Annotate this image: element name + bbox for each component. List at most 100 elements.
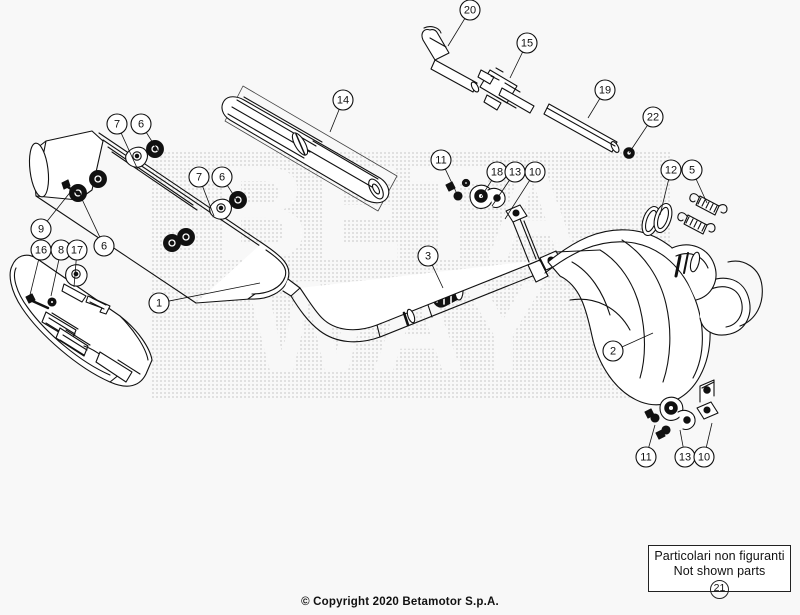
callout-6[interactable]: 6: [211, 166, 239, 203]
callout-leader: [28, 259, 40, 300]
callout-14[interactable]: 14: [329, 89, 354, 133]
callout-10[interactable]: 10: [693, 422, 715, 468]
callout-17[interactable]: 17: [66, 239, 88, 288]
callout-6[interactable]: 6: [79, 194, 115, 257]
callout-number: 15: [521, 38, 533, 50]
callout-number: 6: [138, 119, 144, 131]
callout-leader: [628, 125, 648, 154]
not-shown-parts-italian: Particolari non figuranti: [654, 549, 785, 563]
callout-number: 6: [101, 241, 107, 253]
callout-bubble[interactable]: [594, 79, 616, 101]
callout-leader: [480, 180, 492, 198]
callout-11[interactable]: 11: [635, 424, 657, 468]
callout-bubble[interactable]: [188, 166, 210, 188]
callout-bubble[interactable]: [332, 89, 354, 111]
callout-leader: [648, 424, 656, 448]
callout-bubble[interactable]: [635, 446, 657, 468]
callout-leader: [73, 259, 77, 288]
callout-bubble[interactable]: [524, 161, 546, 183]
part-header-pipe: [290, 259, 549, 343]
callout-bubble[interactable]: [30, 218, 52, 240]
callout-19[interactable]: 19: [587, 79, 616, 119]
callout-bubble[interactable]: [660, 159, 682, 181]
part-heat-shield: [9, 254, 153, 387]
part-hose-20: [421, 26, 480, 93]
callout-bubble[interactable]: [106, 113, 128, 135]
callout-bubble[interactable]: [66, 239, 88, 261]
callout-leader: [202, 186, 215, 217]
callout-leader: [227, 185, 239, 203]
callout-bubble[interactable]: [602, 340, 624, 362]
callout-2[interactable]: 2: [602, 332, 654, 362]
callout-bubble[interactable]: [93, 235, 115, 257]
callout-1[interactable]: 1: [148, 282, 261, 314]
part-springs-5: [677, 193, 728, 235]
callout-3[interactable]: 3: [417, 245, 444, 289]
callout-leader: [46, 189, 73, 222]
callout-leader: [50, 259, 60, 297]
callout-number: 20: [464, 5, 476, 17]
callout-11[interactable]: 11: [430, 149, 459, 197]
callout-bubble[interactable]: [681, 159, 703, 181]
callout-bubble[interactable]: [148, 292, 170, 314]
callout-number: 11: [435, 155, 446, 167]
part-expansion-chamber: [544, 229, 763, 406]
part-silencer-insert: [221, 85, 398, 212]
callout-leader: [120, 132, 139, 171]
callout-number: 16: [35, 245, 47, 257]
callout-7[interactable]: 7: [188, 166, 215, 217]
part-bracket-lower: [644, 379, 719, 440]
part-orings-12: [641, 202, 673, 237]
callout-6[interactable]: 6: [130, 113, 159, 152]
callout-leader: [491, 180, 510, 207]
callout-number: 10: [698, 452, 710, 464]
callout-leader: [145, 132, 159, 152]
callout-number: 9: [38, 224, 44, 236]
callout-12[interactable]: 12: [659, 159, 682, 216]
callout-bubble[interactable]: [130, 113, 152, 135]
copyright-notice: © Copyright 2020 Betamotor S.p.A.: [301, 596, 499, 608]
callout-number: 22: [647, 112, 659, 124]
callout-number: 1: [156, 298, 162, 310]
callout-leader: [79, 194, 101, 238]
callout-number: 14: [337, 95, 349, 107]
callout-number: 7: [114, 119, 120, 131]
callout-13[interactable]: 13: [491, 161, 526, 207]
callout-leader: [329, 109, 340, 133]
callout-7[interactable]: 7: [106, 113, 139, 171]
callout-leader: [679, 429, 684, 448]
callout-bubble[interactable]: [516, 32, 538, 54]
callout-15[interactable]: 15: [509, 32, 538, 79]
callout-number: 10: [529, 167, 541, 179]
callout-number: 3: [425, 251, 431, 263]
callout-9[interactable]: 9: [30, 189, 73, 240]
callout-leader: [705, 422, 713, 448]
callout-number: 2: [610, 346, 616, 358]
not-shown-parts-box: Particolari non figuranti Not shown part…: [648, 545, 791, 599]
not-shown-parts-english: Not shown parts: [673, 563, 766, 578]
callout-18[interactable]: 18: [480, 161, 508, 198]
callout-bubble[interactable]: [430, 149, 452, 171]
callout-leader: [447, 18, 466, 47]
part-valve-15: [477, 67, 535, 114]
callout-bubble[interactable]: [459, 0, 481, 21]
callout-22[interactable]: 22: [628, 106, 664, 154]
callout-number: 12: [665, 165, 677, 177]
callout-bubble[interactable]: [211, 166, 233, 188]
callout-bubble[interactable]: [693, 446, 715, 468]
callout-leader: [509, 51, 523, 79]
part-tube-19: [543, 103, 620, 153]
callout-16[interactable]: 16: [28, 239, 52, 300]
callout-number: 5: [689, 165, 695, 177]
callout-20[interactable]: 20: [447, 0, 481, 47]
callout-10[interactable]: 10: [504, 161, 546, 220]
callout-bubble[interactable]: [417, 245, 439, 267]
callout-13[interactable]: 13: [674, 429, 696, 468]
callout-leader: [431, 264, 444, 289]
callout-number: 17: [71, 245, 83, 257]
callout-bubble[interactable]: [642, 106, 664, 128]
callout-5[interactable]: 5: [681, 159, 708, 204]
callout-leader: [621, 332, 654, 348]
callout-leader: [659, 179, 670, 216]
